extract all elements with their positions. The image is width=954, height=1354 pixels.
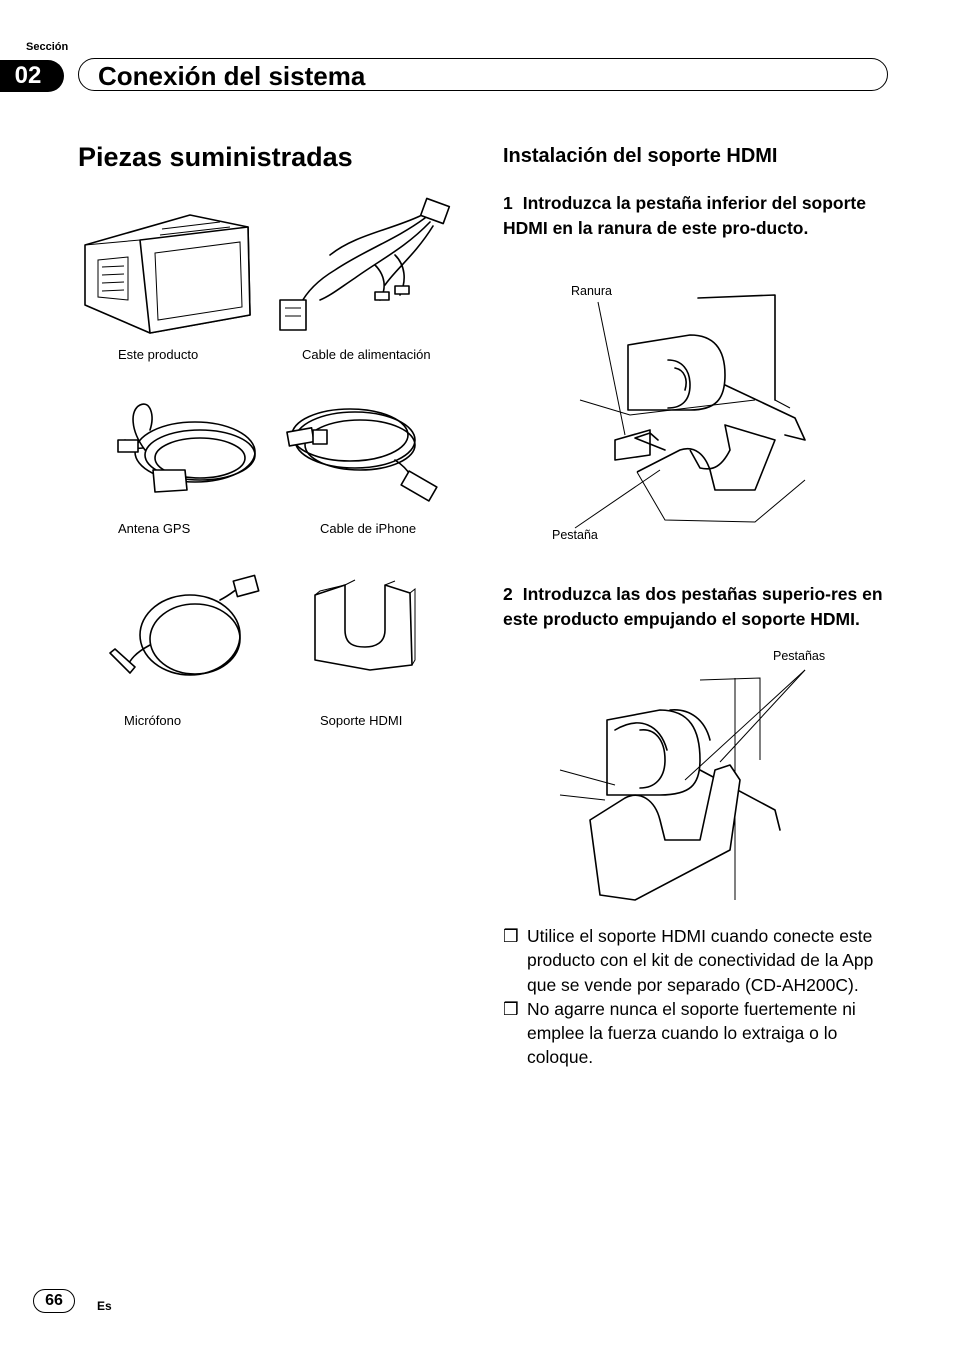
page-number: 66: [33, 1289, 75, 1313]
hdmi-support-illustration: [314, 579, 416, 671]
checkbox-bullet-icon: ❒: [503, 998, 519, 1019]
step-1-diagram: [574, 294, 806, 529]
iphone-cable-illustration: [286, 408, 438, 502]
section-number-badge: 02: [0, 60, 64, 92]
caption-soporte-hdmi: Soporte HDMI: [320, 713, 403, 728]
power-cable-illustration: [279, 197, 451, 331]
gps-antenna-illustration: [117, 403, 256, 493]
step-2-diagram: [559, 669, 806, 901]
label-pestana: Pestaña: [552, 528, 598, 542]
caption-microfono: Micrófono: [124, 713, 182, 728]
note-text: Utilice el soporte HDMI cuando conecte e…: [527, 926, 874, 995]
caption-antena-gps: Antena GPS: [118, 521, 191, 536]
step-2-number: 2: [503, 584, 513, 604]
note-item: ❒ Utilice el soporte HDMI cuando conecte …: [503, 924, 898, 997]
notes-list: ❒ Utilice el soporte HDMI cuando conecte …: [503, 924, 898, 1070]
section-title: Conexión del sistema: [98, 61, 366, 91]
caption-este-producto: Este producto: [118, 347, 199, 362]
microphone-illustration: [109, 574, 260, 676]
language-code: Es: [97, 1299, 112, 1313]
parts-heading: Piezas suministradas: [78, 142, 353, 172]
head-unit-illustration: [84, 214, 251, 334]
checkbox-bullet-icon: ❒: [503, 926, 519, 946]
section-label: Sección: [26, 41, 69, 53]
label-pestanas: Pestañas: [773, 649, 826, 663]
caption-cable-alimentacion: Cable de alimentación: [302, 347, 431, 362]
step-2-text: Introduzca las dos pestañas superio-res …: [503, 584, 883, 629]
note-item: ❒ No agarre nunca el soporte fuertemente …: [503, 997, 898, 1070]
step-1-number: 1: [503, 193, 513, 213]
install-heading: Instalación del soporte HDMI: [503, 145, 778, 167]
caption-cable-iphone: Cable de iPhone: [320, 521, 417, 536]
section-title-bar: [78, 58, 888, 91]
note-text: No agarre nunca el soporte fuertemente n…: [527, 998, 856, 1068]
step-1-text: Introduzca la pestaña inferior del sopor…: [503, 193, 866, 238]
label-ranura: Ranura: [571, 284, 612, 298]
